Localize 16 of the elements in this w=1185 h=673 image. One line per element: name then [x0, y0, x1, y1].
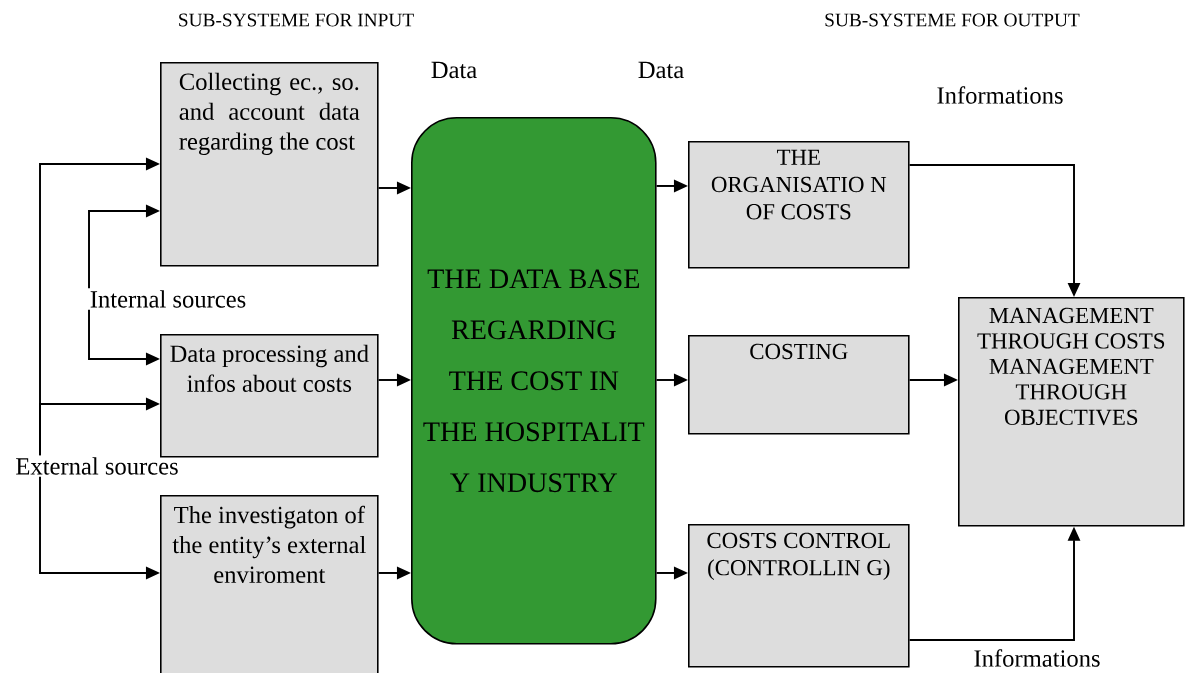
- flow-label: Data: [638, 61, 684, 79]
- heading-text: SUB-SYSTEME FOR OUTPUT: [825, 13, 1080, 27]
- source-label: External sources: [16, 457, 178, 475]
- heading-text: SUB-SYSTEME FOR INPUT: [179, 13, 414, 27]
- process-box: COSTS CONTROL (CONTROLLIN G): [688, 524, 910, 668]
- process-box: Data processing and infos about costs: [160, 334, 379, 458]
- flow-label: Informations: [974, 649, 1100, 667]
- flow-label: Informations: [937, 86, 1063, 104]
- process-box: Collecting ec., so. and account data regarding the cost: [160, 62, 379, 267]
- process-box: COSTING: [688, 335, 910, 435]
- flow-label: Data: [431, 61, 477, 79]
- source-label: Internal sources: [90, 290, 246, 308]
- process-box: The investigaton of the entity’s external enviroment: [160, 495, 379, 673]
- process-box: MANAGEMENT THROUGH COSTS MANAGEMENT THROUGH OBJECTIVES: [958, 297, 1185, 527]
- database-box: THE DATA BASE REGARDING THE COST IN THE HOSPITALIT Y INDUSTRY: [411, 117, 657, 645]
- process-box: THE ORGANISATIO N OF COSTS: [688, 141, 910, 269]
